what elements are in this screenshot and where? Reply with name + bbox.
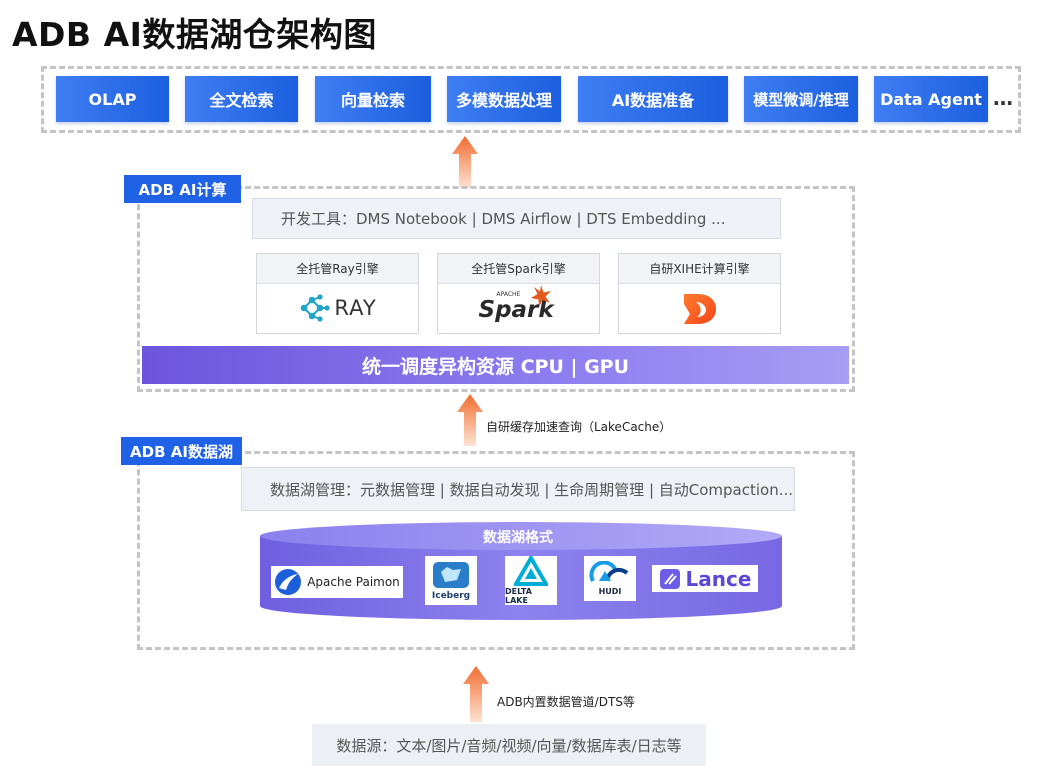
spark-logo: APACHE Spark xyxy=(438,283,599,333)
format-name: Iceberg xyxy=(431,591,471,601)
application-layer xyxy=(41,66,1021,133)
scheduler-text: 统一调度异构资源 CPU | GPU xyxy=(361,355,630,378)
delta-lake-logo-icon xyxy=(514,556,548,586)
xihe-icon xyxy=(683,294,716,324)
lake-format-title: 数据湖格式 xyxy=(483,530,553,546)
engine-title: 自研XIHE计算引擎 xyxy=(619,254,780,284)
format-name: DELTA LAKE xyxy=(505,587,532,605)
paimon-logo-icon xyxy=(275,569,302,595)
lake-management-text: 数据湖管理：元数据管理 | 数据自动发现 | 生命周期管理 | 自动Compac… xyxy=(270,480,794,499)
data-source-text: 数据源：文本/图片/音频/视频/向量/数据库表/日志等 xyxy=(336,736,682,755)
app-olap[interactable]: OLAP xyxy=(56,76,169,122)
xihe-logo xyxy=(619,283,780,333)
app-fulltext-search[interactable]: 全文检索 xyxy=(185,76,298,122)
app-data-agent[interactable]: Data Agent xyxy=(874,76,988,122)
engine-card-xihe: 自研XIHE计算引擎 xyxy=(618,253,781,334)
format-tile-paimon: Apache Paimon xyxy=(271,566,403,598)
format-tile-iceberg: Iceberg xyxy=(425,556,477,605)
spark-logo-apache: APACHE xyxy=(496,291,521,298)
app-label: 全文检索 xyxy=(209,91,274,110)
format-name: Apache Paimon xyxy=(307,575,400,589)
engine-title: 全托管Ray引擎 xyxy=(257,254,418,284)
up-arrow-icon xyxy=(457,394,483,446)
format-name: Lance xyxy=(685,566,752,591)
app-vector-search[interactable]: 向量检索 xyxy=(315,76,431,122)
app-model-finetune[interactable]: 模型微调/推理 xyxy=(744,76,858,122)
compute-section-label: ADB AI计算 xyxy=(124,175,241,203)
lance-logo-icon xyxy=(659,568,680,589)
format-name: HUDI xyxy=(598,587,622,596)
engine-card-spark: 全托管Spark引擎 APACHE Spark xyxy=(437,253,600,334)
page-title: ADB AI数据湖仓架构图 xyxy=(12,15,377,54)
engine-card-ray: 全托管Ray引擎 RAY xyxy=(256,253,419,334)
unified-scheduler-bar: 统一调度异构资源 CPU | GPU xyxy=(142,346,849,384)
engine-title: 全托管Spark引擎 xyxy=(438,254,599,284)
ray-logo-text: RAY xyxy=(334,296,377,320)
ingest-arrow-label: ADB内置数据管道/DTS等 xyxy=(497,695,635,709)
more-apps-ellipsis: … xyxy=(993,86,1013,110)
app-label: AI数据准备 xyxy=(611,91,695,110)
app-multimodal-processing[interactable]: 多模数据处理 xyxy=(447,76,561,122)
app-label: 模型微调/推理 xyxy=(753,90,849,109)
lake-management-bar: 数据湖管理：元数据管理 | 数据自动发现 | 生命周期管理 | 自动Compac… xyxy=(241,467,795,511)
data-lake-layer xyxy=(137,451,855,650)
iceberg-logo-icon xyxy=(433,562,469,588)
app-label: OLAP xyxy=(88,89,137,109)
dev-tools-bar: 开发工具：DMS Notebook | DMS Airflow | DTS Em… xyxy=(252,198,781,239)
app-label: 多模数据处理 xyxy=(455,91,552,110)
data-source-box: 数据源：文本/图片/音频/视频/向量/数据库表/日志等 xyxy=(312,724,706,766)
compute-layer xyxy=(137,186,855,392)
ray-icon xyxy=(301,294,330,322)
format-tile-hudi: HUDI xyxy=(584,556,636,601)
data-lake-section-label: ADB AI数据湖 xyxy=(121,437,242,465)
app-ai-data-prep[interactable]: AI数据准备 xyxy=(578,76,728,122)
up-arrow-icon xyxy=(463,666,489,722)
lakecache-arrow-label: 自研缓存加速查询（LakeCache） xyxy=(486,420,672,434)
hudi-logo-icon xyxy=(589,561,629,582)
app-label: 向量检索 xyxy=(340,91,405,110)
dev-tools-text: 开发工具：DMS Notebook | DMS Airflow | DTS Em… xyxy=(281,210,726,228)
spark-star-icon xyxy=(530,285,551,307)
app-label: Data Agent xyxy=(880,89,982,109)
format-tile-delta-lake: DELTA LAKE xyxy=(505,556,557,605)
ray-logo: RAY xyxy=(257,283,418,333)
up-arrow-icon xyxy=(452,136,478,188)
format-tile-lance: Lance xyxy=(652,565,758,592)
